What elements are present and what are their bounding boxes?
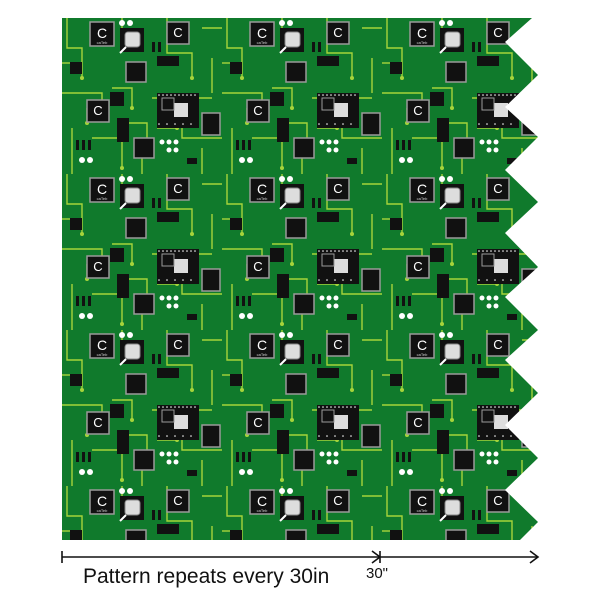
repeat-caption: Pattern repeats every 30in <box>83 565 330 588</box>
repeat-measure-arrow <box>61 550 540 564</box>
repeat-length-label: 30" <box>366 565 389 582</box>
circuit-pattern <box>62 18 538 540</box>
